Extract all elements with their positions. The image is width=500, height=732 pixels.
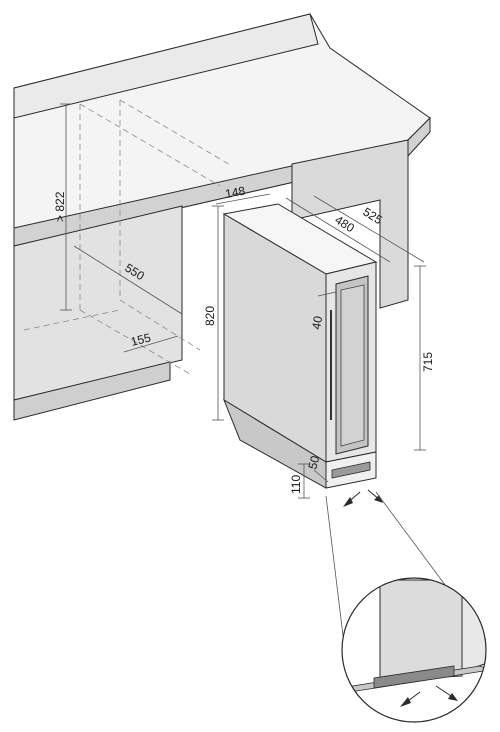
dim-plinth-setback: 50: [305, 454, 322, 471]
left-cabinet-front: [13, 205, 183, 401]
appliance-vent-grille: [331, 461, 371, 479]
airflow-out-arrow-icon: [374, 495, 383, 503]
detail-magnifier: [341, 577, 487, 723]
dim-plinth-depth: 155: [129, 330, 152, 349]
left-cabinet: [13, 205, 183, 421]
dim-width: 148: [224, 184, 246, 201]
left-cabinet-plinth: [13, 361, 171, 421]
dim-height-body: 715: [421, 352, 435, 372]
dimension-lines: > 822 550 155 148 480 525 820 40 715: [53, 103, 435, 499]
countertop-back-splash: [13, 13, 319, 119]
detail-vent-grille: [373, 665, 455, 689]
airflow-arrows: [343, 489, 383, 507]
dim-height-total: 820: [203, 306, 217, 326]
dim-door-gap: 40: [309, 315, 325, 331]
airflow-in-arrow-icon: [343, 497, 353, 507]
appliance-door-glass-inner: [340, 284, 365, 447]
dim-plinth-height: 110: [289, 475, 303, 494]
appliance-base-side: [222, 398, 327, 489]
detail-circle-border: [341, 577, 487, 723]
dim-niche-height: > 822: [53, 191, 67, 222]
detail-appliance-side: [379, 579, 463, 681]
detail-airflow-out-arrow-icon: [448, 693, 458, 701]
wine-cooler: [222, 203, 378, 489]
detail-airflow-in-arrow-icon: [400, 697, 411, 707]
niche-outline: [23, 99, 233, 375]
dim-depth-body: 480: [332, 213, 357, 236]
